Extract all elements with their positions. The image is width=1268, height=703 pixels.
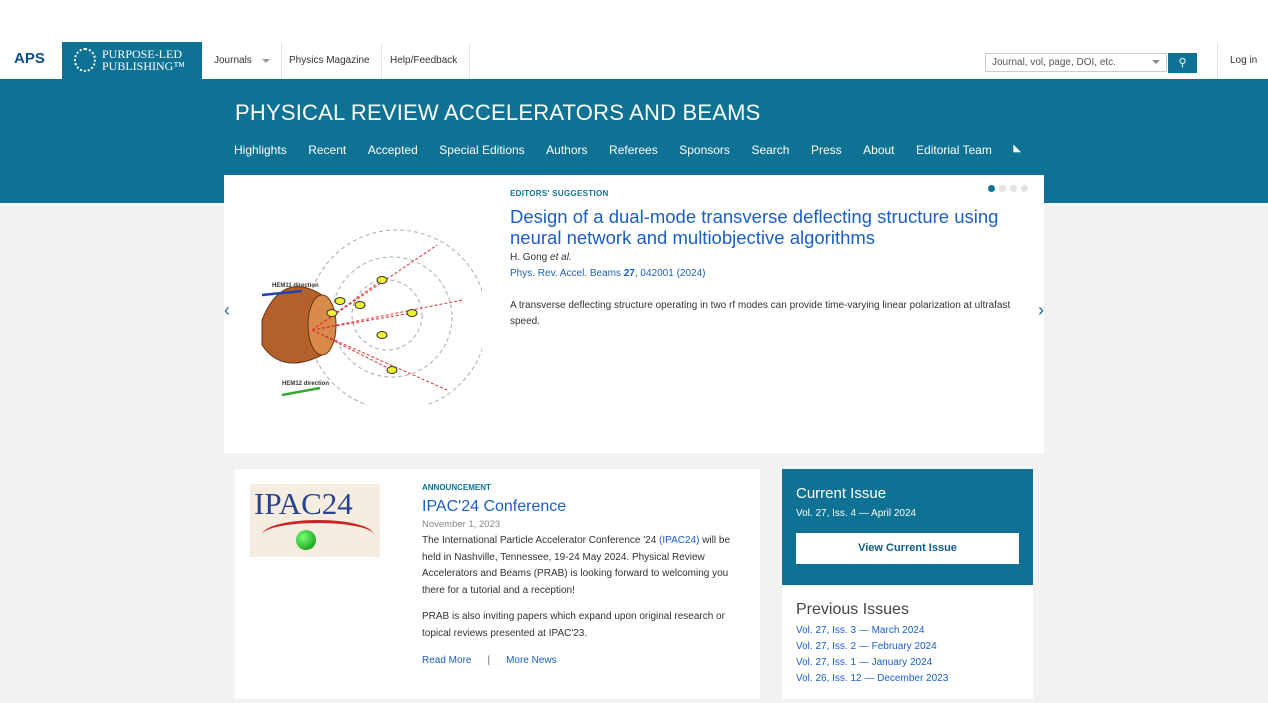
p1-text: The International Particle Accelerator C…: [422, 535, 660, 546]
nav-journals-label: Journals: [214, 55, 252, 66]
link-separator: |: [487, 655, 491, 666]
aps-logo[interactable]: APS: [14, 50, 45, 67]
previous-issues-heading: Previous Issues: [796, 601, 909, 618]
cite-rest: , 042001 (2024): [634, 268, 706, 279]
previous-issue-link[interactable]: Vol. 27, Iss. 2 — February 2024: [796, 641, 937, 652]
nav-accepted[interactable]: Accepted: [367, 143, 418, 157]
chevron-down-icon[interactable]: [1152, 60, 1160, 68]
ipac-logo-text: IPAC24: [254, 486, 353, 521]
nav-editorial-team[interactable]: Editorial Team: [916, 143, 992, 157]
top-bar: APS PURPOSE-LED PUBLISHING™ Journals Phy…: [0, 0, 1268, 79]
article-figure[interactable]: HEM11 direction HEM12 direction: [242, 225, 482, 405]
login-link[interactable]: Log in: [1217, 42, 1257, 79]
previous-issue-link[interactable]: Vol. 26, Iss. 12 — December 2023: [796, 673, 949, 684]
carousel-next-icon[interactable]: ›: [1038, 300, 1044, 320]
nav-press[interactable]: Press: [810, 143, 842, 157]
announcement-label: ANNOUNCEMENT: [422, 483, 491, 492]
announcement-paragraph-2: PRAB is also inviting papers which expan…: [422, 611, 725, 639]
read-more-link[interactable]: Read More: [422, 655, 472, 666]
nav-search[interactable]: Search: [751, 143, 790, 157]
nav-journals[interactable]: Journals: [203, 42, 282, 79]
cite-journal: Phys. Rev. Accel. Beams: [510, 268, 621, 279]
article-abstract: A transverse deflecting structure operat…: [510, 300, 1011, 327]
announcement-paragraph-1: The International Particle Accelerator C…: [422, 533, 742, 599]
ppl-line2: PUBLISHING™: [102, 59, 186, 73]
carousel-prev-icon[interactable]: ‹: [224, 300, 230, 320]
figure-label-hem12: HEM12 direction: [282, 381, 329, 387]
more-news-link[interactable]: More News: [506, 655, 557, 666]
nav-recent[interactable]: Recent: [308, 143, 347, 157]
announcement-card: IPAC24 ANNOUNCEMENT IPAC'24 Conference N…: [235, 469, 760, 699]
previous-issues-panel: Previous Issues Vol. 27, Iss. 3 — March …: [782, 585, 1033, 703]
nav-referees[interactable]: Referees: [609, 143, 658, 157]
nav-highlights[interactable]: Highlights: [234, 143, 287, 157]
figure-label-hem11: HEM11 direction: [272, 283, 319, 289]
announcement-title-link[interactable]: IPAC'24 Conference: [422, 498, 567, 515]
chevron-down-icon: [261, 58, 270, 67]
nav-about[interactable]: About: [863, 143, 895, 157]
article-authors: H. Gong et al.: [510, 252, 572, 263]
article-title-link[interactable]: Design of a dual-mode transverse deflect…: [510, 206, 999, 248]
ipac-arc: [262, 520, 374, 550]
search-placeholder: Journal, vol, page, DOI, etc.: [992, 57, 1116, 68]
journal-title[interactable]: PHYSICAL REVIEW ACCELERATORS AND BEAMS: [235, 100, 761, 125]
carousel-dot[interactable]: [1010, 185, 1017, 192]
ipac24-logo[interactable]: IPAC24: [250, 484, 380, 557]
nav-authors[interactable]: Authors: [546, 143, 588, 157]
view-current-issue-button[interactable]: View Current Issue: [796, 533, 1019, 564]
search-input[interactable]: Journal, vol, page, DOI, etc.: [985, 53, 1167, 72]
previous-issue-link[interactable]: Vol. 27, Iss. 1 — January 2024: [796, 657, 933, 668]
announcement-date: November 1, 2023: [422, 519, 501, 530]
ppl-line1: PURPOSE-LED: [102, 47, 183, 61]
et-al: et al.: [550, 252, 572, 263]
featured-carousel: ‹ › HEM11 direction HEM12 direction EDIT…: [224, 175, 1044, 453]
purpose-led-publishing-logo[interactable]: PURPOSE-LED PUBLISHING™: [62, 42, 202, 79]
nav-help-feedback[interactable]: Help/Feedback: [379, 42, 471, 79]
carousel-dots: [988, 185, 1028, 192]
p1-text-end: will be held in Nashville, Tennessee, 19…: [422, 535, 731, 596]
author-name: H. Gong: [510, 252, 548, 263]
nav-sponsors[interactable]: Sponsors: [679, 143, 730, 157]
carousel-dot[interactable]: [988, 185, 995, 192]
previous-issue-link[interactable]: Vol. 27, Iss. 3 — March 2024: [796, 625, 925, 636]
search-button[interactable]: ⚲: [1168, 53, 1197, 73]
journal-nav: Highlights Recent Accepted Special Editi…: [234, 143, 1043, 157]
announcement-links: Read More | More News: [422, 655, 557, 666]
nav-physics-magazine[interactable]: Physics Magazine: [278, 42, 382, 79]
ipac24-link[interactable]: (IPAC24): [659, 535, 700, 546]
carousel-dot[interactable]: [1021, 185, 1028, 192]
carousel-dot[interactable]: [999, 185, 1006, 192]
article-citation-link[interactable]: Phys. Rev. Accel. Beams 27, 042001 (2024…: [510, 268, 706, 279]
issues-sidebar: Current Issue Vol. 27, Iss. 4 — April 20…: [782, 469, 1033, 699]
editors-suggestion-label: EDITORS' SUGGESTION: [510, 189, 609, 198]
cite-volume: 27: [623, 268, 635, 279]
ipac-ball: [296, 530, 316, 550]
nav-special-editions[interactable]: Special Editions: [439, 143, 525, 157]
current-issue-heading: Current Issue: [796, 485, 887, 502]
ppl-logo-icon: [74, 48, 96, 72]
current-issue-panel: Current Issue Vol. 27, Iss. 4 — April 20…: [782, 469, 1033, 585]
rss-icon[interactable]: ◣: [1013, 143, 1022, 154]
search-icon: ⚲: [1178, 57, 1187, 69]
current-issue-info: Vol. 27, Iss. 4 — April 2024: [796, 508, 917, 519]
